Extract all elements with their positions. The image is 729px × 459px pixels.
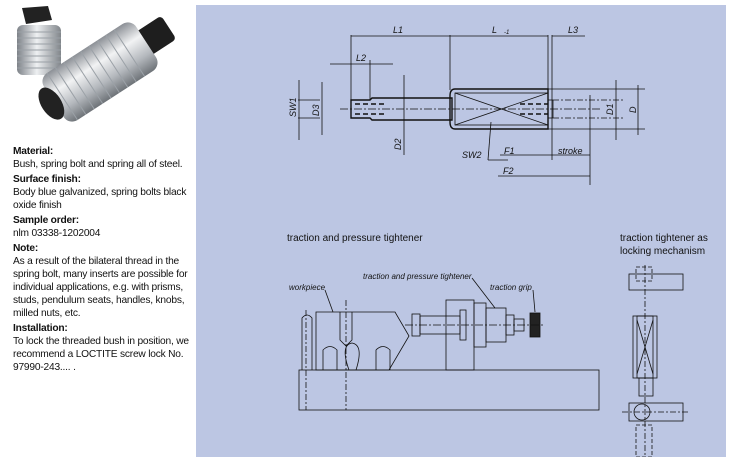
installation-heading: Installation: (13, 323, 68, 334)
product-photo (0, 0, 195, 140)
note-heading: Note: (13, 243, 39, 254)
dim-stroke: stroke (558, 146, 583, 156)
product-info: Material: Bush, spring bolt and spring a… (13, 145, 198, 374)
technical-drawing: L1 L -1 L3 L2 SW1 D3 D2 SW2 F1 stroke F2… (288, 25, 690, 457)
surface-finish-text: Body blue galvanized, spring bolts black… (13, 187, 187, 211)
dim-SW1: SW1 (288, 97, 298, 117)
installation-text: To lock the threaded bush in position, w… (13, 336, 189, 373)
dim-F1: F1 (504, 146, 515, 156)
dim-L2: L2 (356, 53, 366, 63)
dim-D: D (628, 106, 638, 113)
assembly-drawing (298, 277, 600, 411)
locking-mechanism-drawing (622, 265, 690, 457)
spring-bolt-image (17, 6, 175, 122)
caption-locking-line1: traction tightener as (620, 233, 708, 244)
caption-traction-pressure: traction and pressure tightener (287, 233, 423, 244)
material-text: Bush, spring bolt and spring all of stee… (13, 159, 183, 170)
drawing-panel: L1 L -1 L3 L2 SW1 D3 D2 SW2 F1 stroke F2… (196, 5, 726, 457)
surface-finish-heading: Surface finish: (13, 174, 81, 185)
dim-D2: D2 (393, 138, 403, 150)
dim-L1: L1 (393, 25, 403, 35)
dim-D1: D1 (605, 103, 615, 115)
material-heading: Material: (13, 146, 54, 157)
dim-D3: D3 (311, 104, 321, 116)
dim-L-sub: -1 (504, 30, 509, 36)
dimension-drawing (298, 35, 645, 185)
dim-L: L (492, 25, 497, 35)
sample-order-heading: Sample order: (13, 215, 79, 226)
dim-F2: F2 (503, 166, 514, 176)
sample-order-text: nlm 03338-1202004 (13, 228, 101, 239)
caption-locking-line2: locking mechanism (620, 246, 706, 257)
dim-SW2: SW2 (462, 150, 482, 160)
note-text: As a result of the bilateral thread in t… (13, 256, 188, 319)
dim-L3: L3 (568, 25, 578, 35)
label-traction-grip: traction grip (490, 283, 532, 292)
label-tightener: traction and pressure tightener (363, 272, 472, 281)
label-workpiece: workpiece (289, 283, 326, 292)
